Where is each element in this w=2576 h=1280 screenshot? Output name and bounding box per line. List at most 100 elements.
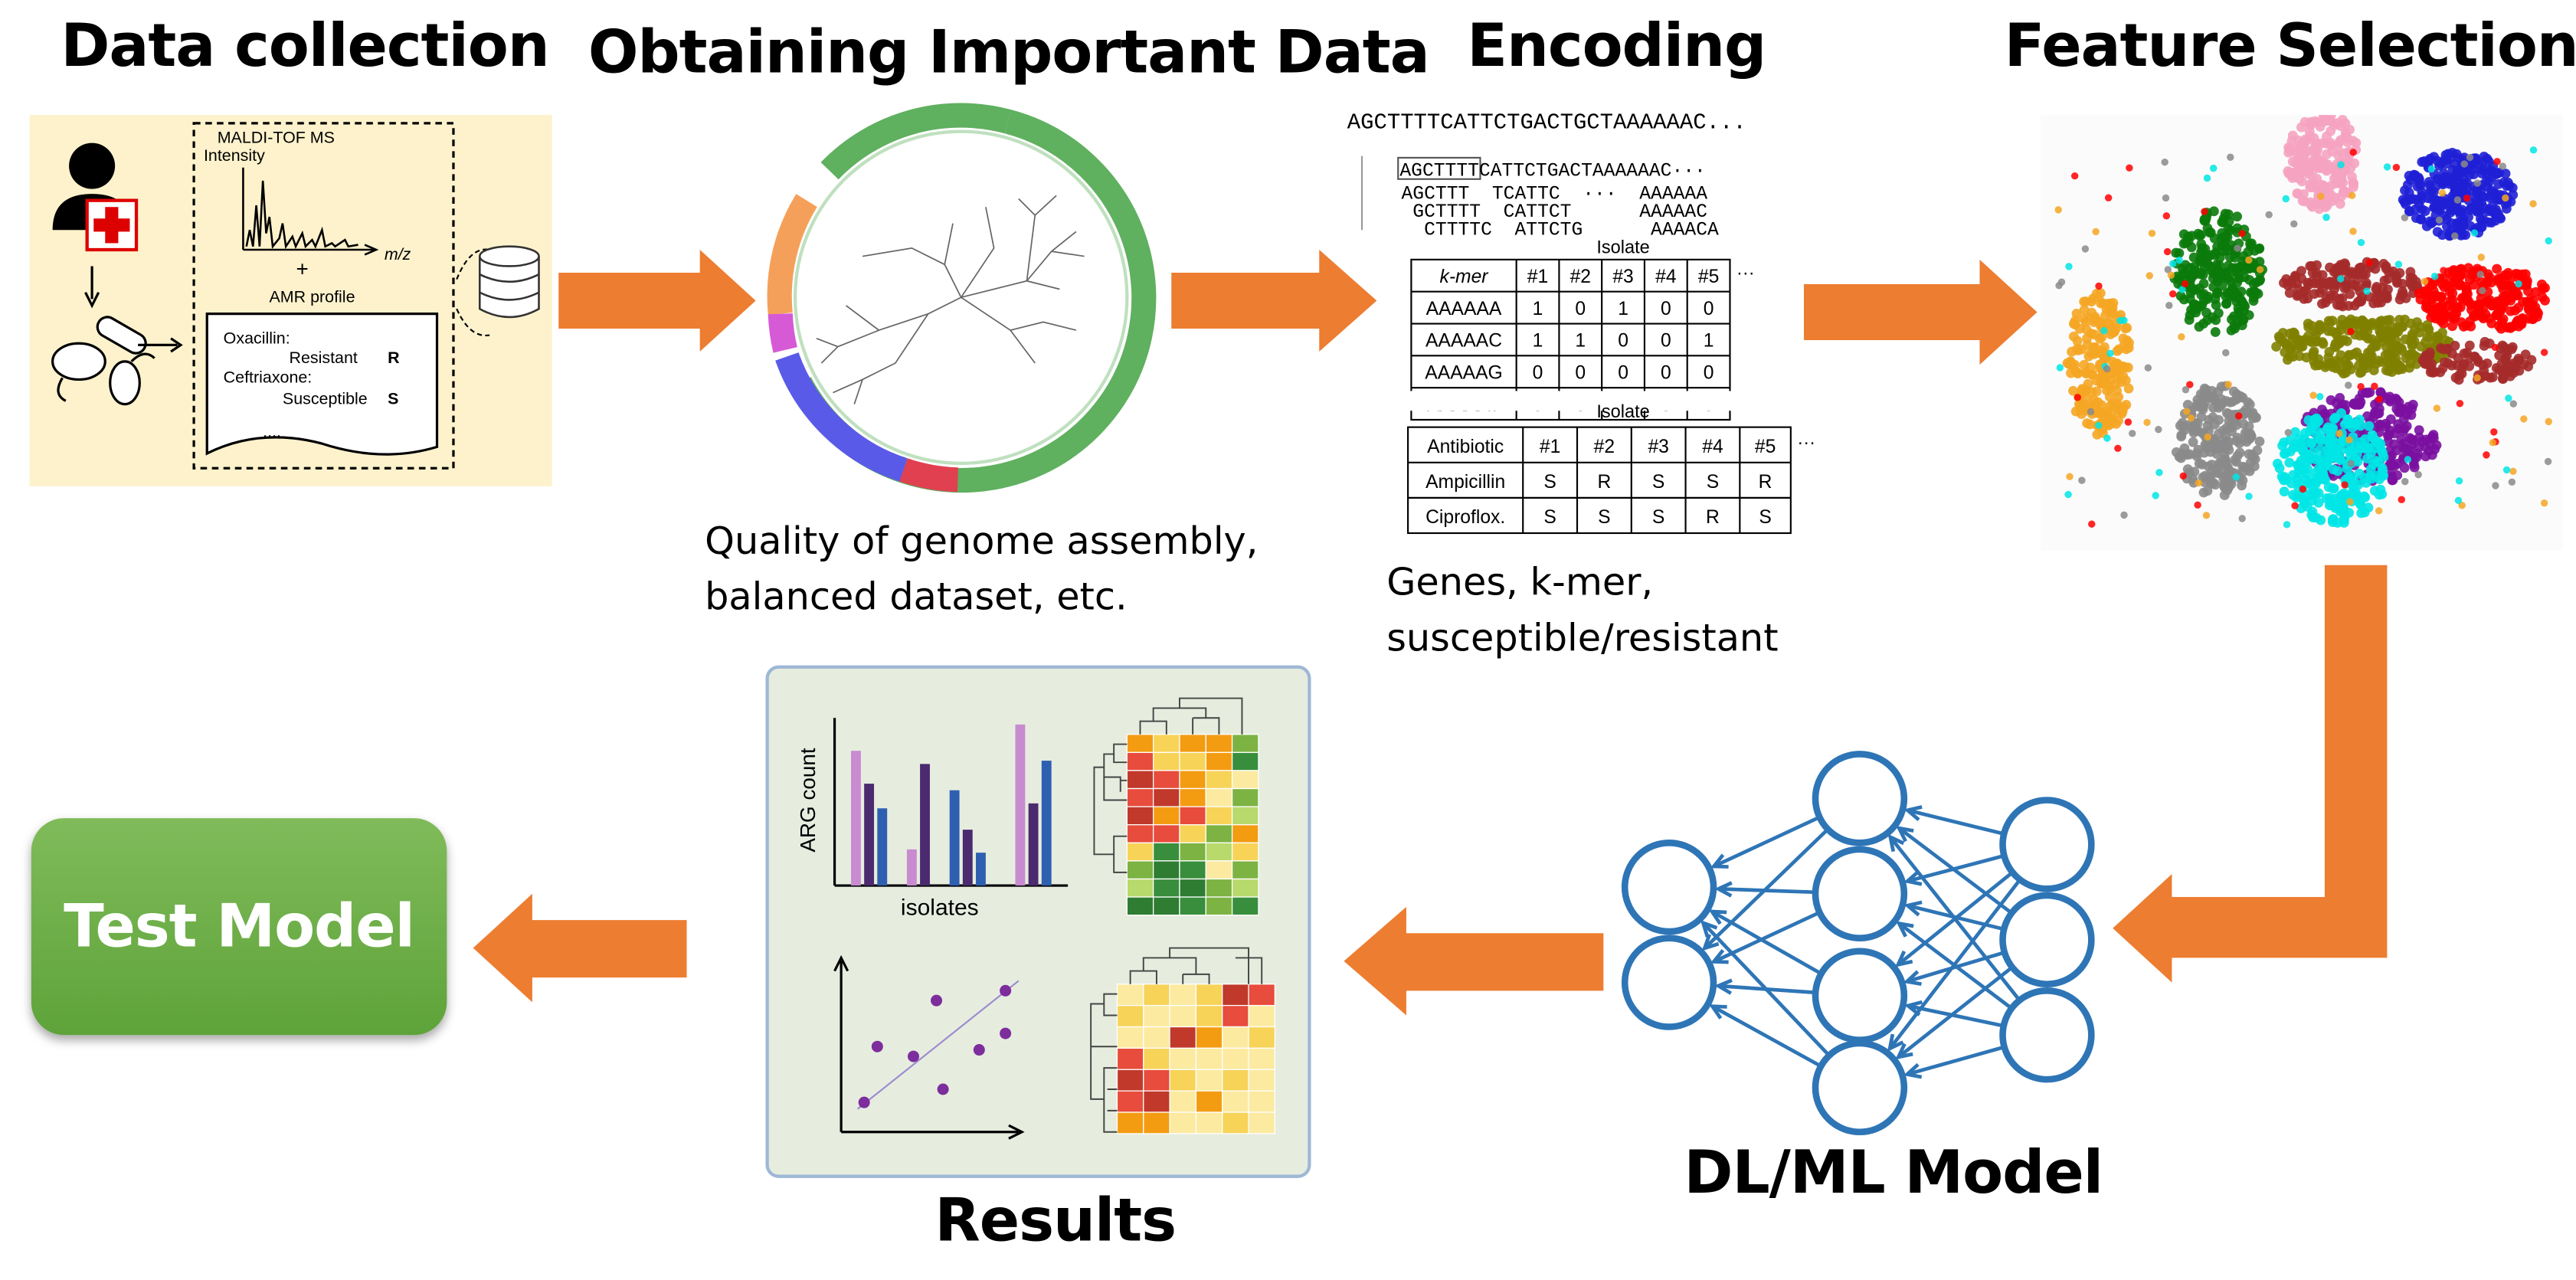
bar-xlabel: isolates xyxy=(901,895,979,921)
table-cell: Ciproflox. xyxy=(1425,507,1505,528)
table-ellipsis: ··· xyxy=(1736,263,1755,283)
table-header-cell: k-mer xyxy=(1440,267,1490,287)
table-cell: 0 xyxy=(1575,362,1586,383)
bar xyxy=(906,849,917,886)
title-dl-ml-model: DL/ML Model xyxy=(1684,1140,2103,1208)
table-cell: R xyxy=(1597,472,1611,493)
arrow-feature-to-model xyxy=(2113,565,2388,983)
network-node xyxy=(1812,846,1908,941)
title-results: Results xyxy=(934,1187,1177,1255)
bar-chart-bars xyxy=(851,724,1052,886)
feature-selection-scatter xyxy=(2040,115,2563,551)
table-cell: S xyxy=(1652,507,1664,528)
table-header-cell: #1 xyxy=(1527,267,1548,287)
table-ellipsis: ··· xyxy=(1797,432,1815,452)
scatter-point xyxy=(908,1050,920,1062)
title-encoding: Encoding xyxy=(1467,13,1766,81)
test-model-label: Test Model xyxy=(64,892,415,961)
table-cell: S xyxy=(1759,507,1771,528)
kmer-row-1: AGCTTT TCATTC ··· AAAAAA xyxy=(1402,184,1708,205)
network-node xyxy=(1812,948,1908,1043)
mz-label: m/z xyxy=(385,245,411,264)
obtaining-caption: Quality of genome assembly, balanced dat… xyxy=(705,514,1258,626)
table-cell: AAAAAC xyxy=(1425,331,1502,352)
obtaining-caption-line-2: balanced dataset, etc. xyxy=(705,576,1128,620)
arrow-obtaining-to-encoding xyxy=(1171,250,1377,352)
amr-drug-1: Oxacillin: xyxy=(224,329,290,347)
table-cell: AAAAAA xyxy=(1426,299,1502,319)
bar xyxy=(1015,724,1026,886)
bar xyxy=(851,751,861,886)
network-node xyxy=(1999,987,2095,1083)
table-cell: 0 xyxy=(1661,362,1671,383)
table-cell: 1 xyxy=(1704,331,1714,352)
amr-code-2: S xyxy=(388,390,398,408)
arrow-collection-to-obtaining xyxy=(558,250,756,352)
title-data-collection: Data collection xyxy=(61,13,549,81)
spectrum-line xyxy=(245,180,358,250)
title-obtaining-important-data: Obtaining Important Data xyxy=(588,19,1430,87)
scatter-point xyxy=(931,994,943,1007)
scatter-points xyxy=(858,984,1012,1108)
network-node xyxy=(1812,751,1908,846)
arrow-results-to-test xyxy=(473,893,687,1003)
table-cell: S xyxy=(1543,507,1556,528)
kmer-row-2: GCTTTT CATTCT AAAAAC xyxy=(1402,201,1707,223)
table-header-cell: #5 xyxy=(1698,267,1719,287)
table-cell: 1 xyxy=(1618,299,1628,319)
patient-icon xyxy=(52,142,139,252)
scatter-point xyxy=(1000,1027,1012,1039)
bar xyxy=(949,790,960,886)
table-header-cell: #3 xyxy=(1612,267,1633,287)
arrow-encoding-to-feature xyxy=(1803,259,2038,365)
table-cell: 0 xyxy=(1661,299,1671,319)
dna-sequence-2: AGCTTTTCATTCTGACTAAAAAAC··· xyxy=(1399,160,1705,182)
network-node xyxy=(1812,1039,1908,1136)
plus-sign: + xyxy=(296,257,309,280)
table-cell: S xyxy=(1543,472,1556,493)
maldi-title: MALDI-TOF MS xyxy=(218,129,335,147)
table-cell: 0 xyxy=(1704,362,1714,383)
table-cell: R xyxy=(1706,507,1720,528)
encoding-caption: Genes, k-mer, susceptible/resistant xyxy=(1386,555,1778,667)
obtaining-caption-line-1: Quality of genome assembly, xyxy=(705,520,1259,564)
network-node xyxy=(1621,935,1717,1030)
kmer-row-3: CTTTTC ATTCTG AAAACA xyxy=(1402,220,1719,241)
amr-code-1: R xyxy=(388,349,400,367)
table-cell: S xyxy=(1652,472,1664,493)
table-header-cell: Antibiotic xyxy=(1427,437,1504,457)
amr-result-2: Susceptible xyxy=(283,390,368,408)
dna-sequence: AGCTTTTCATTCTGACTGCTAAAAAAC... xyxy=(1347,110,1746,135)
bar xyxy=(976,853,986,886)
test-model-button[interactable]: Test Model xyxy=(31,818,447,1036)
table-cell: 0 xyxy=(1618,331,1628,352)
bar xyxy=(962,830,973,886)
data-collection-illustration: MALDI-TOF MS Intensity m/z + AMR profile… xyxy=(51,122,540,470)
neural-network-diagram xyxy=(1621,751,2095,1136)
results-illustration: ARG count isolates xyxy=(796,697,1276,1140)
table-header-cell: #4 xyxy=(1655,267,1676,287)
heatmap-clustered-2 xyxy=(1090,947,1276,1134)
cluster-points xyxy=(2054,115,2552,529)
scatter-point xyxy=(937,1083,949,1095)
table-header-cell: #2 xyxy=(1570,267,1591,287)
table-header-cell: #2 xyxy=(1594,437,1615,457)
bar xyxy=(864,784,875,886)
encoding-caption-line-1: Genes, k-mer, xyxy=(1386,561,1654,605)
amr-profile-label: AMR profile xyxy=(270,288,355,306)
table-cell: 1 xyxy=(1575,331,1586,352)
table-header-cell: #5 xyxy=(1755,437,1776,457)
table-cell: 0 xyxy=(1575,299,1586,319)
intensity-label: Intensity xyxy=(204,146,265,165)
table-header-cell: #4 xyxy=(1702,437,1723,457)
bar xyxy=(877,808,888,886)
table-cell: R xyxy=(1759,472,1772,493)
arrow-model-to-results xyxy=(1344,906,1604,1016)
scatter-point xyxy=(1000,984,1012,997)
scatter-point xyxy=(871,1040,883,1052)
bar xyxy=(1041,761,1052,886)
table-cell: Ampicillin xyxy=(1425,472,1505,493)
table-cell: S xyxy=(1598,507,1610,528)
table-header-cell: #1 xyxy=(1540,437,1560,457)
